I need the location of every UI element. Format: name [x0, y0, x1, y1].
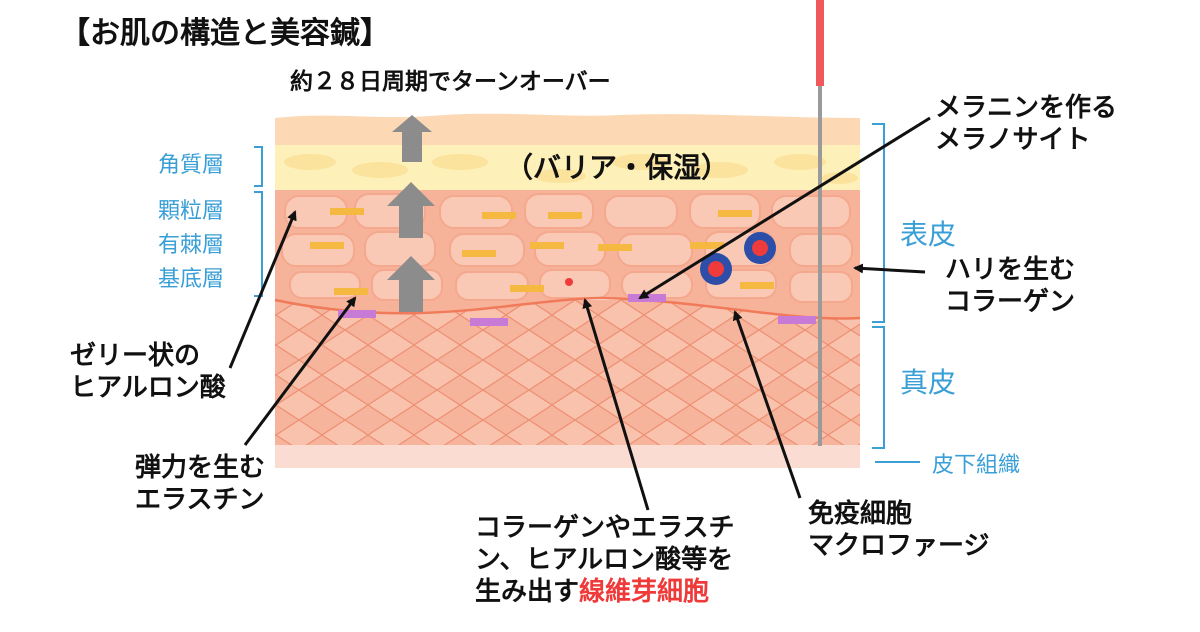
fibroblast-annotation: コラーゲンやエラスチ ン、ヒアルロン酸等を 生み出す線維芽細胞	[475, 512, 734, 608]
melanocyte-line-2: メラノサイト	[935, 125, 1091, 155]
elastin-fibers	[310, 208, 774, 295]
turnover-arrows	[387, 115, 435, 312]
macrophage-annotation: 免疫細胞 マクロファージ	[808, 498, 989, 562]
collagen-annotation: ハリを生む コラーゲン	[945, 254, 1075, 318]
fibroblast-line-2: ン、ヒアルロン酸等を	[475, 545, 734, 575]
fibroblast-line-1: コラーゲンやエラスチ	[475, 513, 735, 543]
label-spinous: 有棘層	[158, 233, 224, 258]
macrophage-line-1: 免疫細胞	[808, 499, 913, 529]
fibroblast-highlight: 線維芽細胞	[579, 577, 710, 607]
basement-membrane	[274, 296, 861, 320]
label-epidermis: 表皮	[900, 218, 956, 251]
left-brackets	[254, 146, 263, 297]
melanocyte-annotation: メラニンを作る メラノサイト	[935, 92, 1117, 156]
macrophage-line-2: マクロファージ	[808, 531, 990, 561]
barrier-label: （バリア・保湿）	[505, 151, 730, 184]
elastin-line-2: エラスチン	[135, 485, 265, 515]
corneum-cells	[284, 154, 858, 184]
annotation-arrows	[228, 116, 931, 511]
dermis-layer	[275, 300, 860, 445]
hyaluronic-line-1: ゼリー状の	[70, 341, 201, 371]
fibroblast-dot	[565, 278, 573, 286]
elastin-annotation: 弾力を生む エラスチン	[135, 452, 265, 516]
label-basal: 基底層	[158, 267, 224, 292]
collagen-line-1: ハリを生む	[945, 255, 1076, 285]
hyaluronic-line-2: ヒアルロン酸	[70, 373, 226, 403]
label-stratum-corneum: 角質層	[158, 153, 224, 178]
needle-shaft	[818, 86, 822, 446]
label-dermis: 真皮	[900, 366, 956, 399]
right-brackets	[872, 123, 920, 463]
label-granular: 顆粒層	[158, 199, 224, 224]
melanocyte-cells	[700, 232, 776, 285]
label-subcutis: 皮下組織	[932, 453, 1020, 478]
melanocyte-line-1: メラニンを作る	[935, 93, 1118, 123]
collagen-line-2: コラーゲン	[945, 287, 1076, 317]
needle-tip	[816, 0, 824, 86]
diagram-title: 【お肌の構造と美容鍼】	[60, 16, 390, 51]
hyaluronic-annotation: ゼリー状の ヒアルロン酸	[70, 340, 226, 404]
turnover-label: 約２８日周期でターンオーバー	[290, 69, 611, 95]
fibroblast-prefix: 生み出す	[475, 577, 580, 607]
elastin-line-1: 弾力を生む	[135, 453, 266, 483]
fibroblast-line-3: 生み出す線維芽細胞	[475, 576, 734, 608]
skin-surface	[275, 113, 860, 145]
